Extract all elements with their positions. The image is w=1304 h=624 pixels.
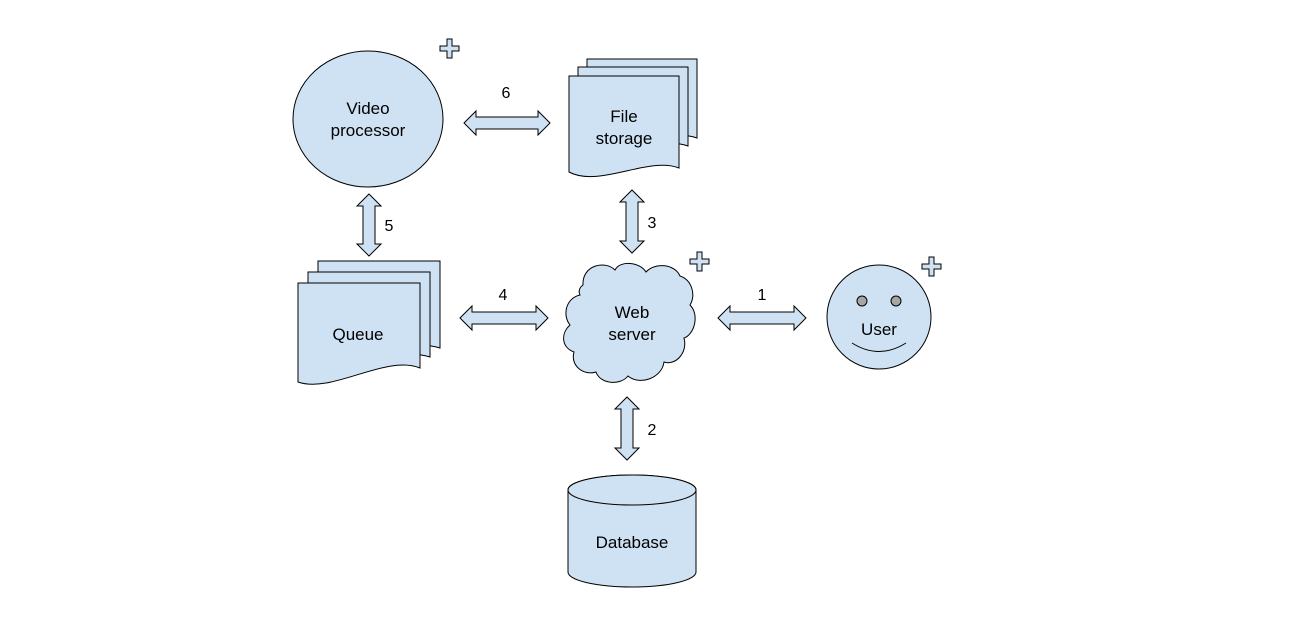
user-node[interactable]: User — [826, 264, 932, 370]
plus-icon — [439, 38, 460, 59]
arrow-web-user — [717, 304, 807, 332]
arrow-video-queue — [355, 193, 383, 257]
arrow-web-database — [613, 396, 641, 461]
video-processor-label-line2: processor — [331, 121, 406, 140]
arrow-video-file-storage — [463, 109, 551, 137]
plus-icon — [689, 251, 710, 272]
connector-label-6: 6 — [502, 85, 511, 102]
video-processor-label-line1: Video — [346, 99, 389, 118]
file-storage-label-line1: File — [610, 107, 637, 126]
connector-label-5: 5 — [385, 218, 394, 235]
connector-label-3: 3 — [648, 215, 657, 232]
queue-label: Queue — [332, 325, 383, 344]
connector-label-1: 1 — [758, 287, 767, 304]
file-storage-node[interactable]: File storage — [568, 58, 698, 177]
user-label: User — [861, 320, 897, 339]
video-processor-node[interactable]: Video processor — [292, 50, 444, 188]
file-storage-label-line2: storage — [596, 129, 653, 148]
user-left-eye — [856, 295, 868, 307]
web-server-label-line1: Web — [615, 303, 650, 322]
queue-node[interactable]: Queue — [297, 260, 441, 385]
user-right-eye — [890, 295, 902, 307]
connector-label-4: 4 — [499, 287, 508, 304]
database-node[interactable]: Database — [567, 474, 697, 588]
web-server-label-line2: server — [608, 325, 656, 344]
database-label: Database — [596, 533, 669, 552]
user-smile — [851, 342, 907, 352]
arrow-queue-web — [459, 304, 549, 332]
connector-label-2: 2 — [648, 422, 657, 439]
web-server-node[interactable]: Web server — [563, 263, 696, 383]
plus-icon — [921, 256, 942, 277]
arrow-file-storage-web — [618, 189, 646, 254]
